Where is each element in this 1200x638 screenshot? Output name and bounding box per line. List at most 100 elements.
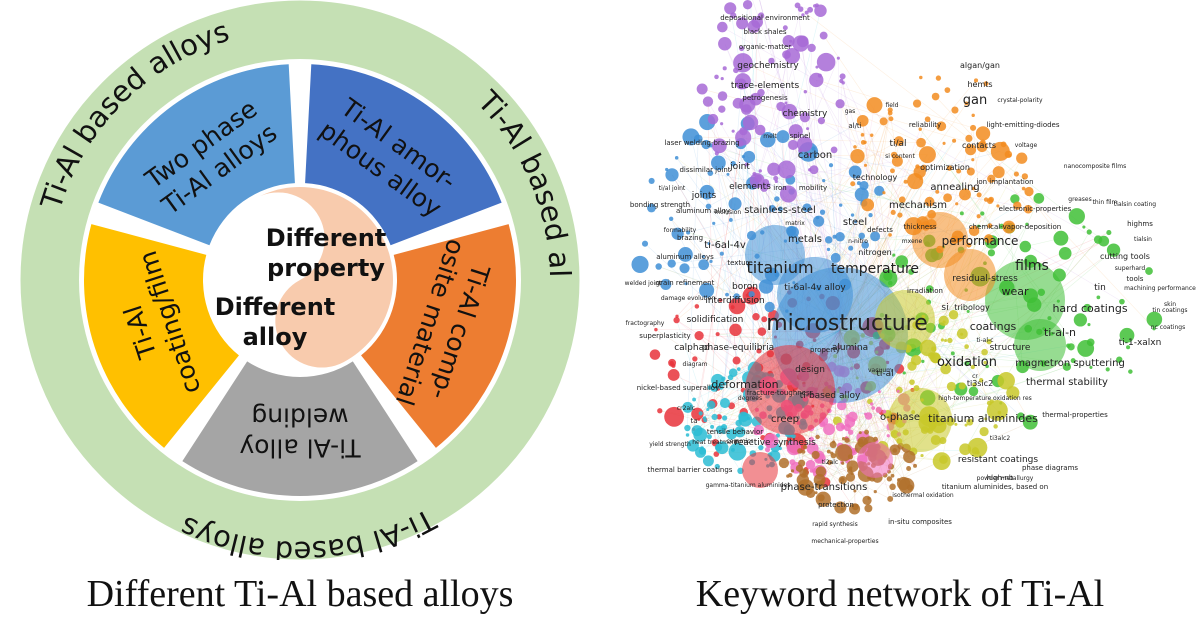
keyword-node bbox=[671, 227, 684, 240]
keyword-node bbox=[726, 429, 737, 440]
hub-node bbox=[875, 290, 935, 350]
keyword-node bbox=[844, 437, 850, 443]
keyword-node bbox=[686, 230, 691, 235]
keyword-label: damage evolution bbox=[661, 295, 715, 302]
keyword-node bbox=[987, 249, 995, 257]
keyword-node bbox=[1073, 313, 1088, 327]
keyword-label: ti/al joint bbox=[659, 185, 686, 192]
keyword-node bbox=[733, 53, 753, 73]
keyword-node bbox=[952, 138, 957, 143]
keyword-node bbox=[736, 17, 749, 30]
keyword-node bbox=[707, 113, 719, 125]
keyword-label: melt bbox=[763, 133, 777, 140]
segment-label-welding: Ti-Al alloywelding bbox=[239, 403, 361, 463]
keyword-node bbox=[641, 240, 649, 247]
keyword-node bbox=[733, 293, 740, 300]
keyword-label: isothermal oxidation bbox=[892, 492, 954, 499]
keyword-node bbox=[816, 52, 836, 72]
keyword-label: design bbox=[795, 365, 825, 375]
keyword-node bbox=[807, 43, 816, 53]
keyword-node bbox=[726, 172, 730, 176]
keyword-node bbox=[784, 47, 801, 64]
keyword-node bbox=[671, 363, 676, 368]
keyword-node bbox=[1033, 193, 1045, 204]
keyword-node bbox=[980, 211, 985, 216]
keyword-node bbox=[925, 285, 934, 293]
keyword-node bbox=[711, 155, 726, 171]
keyword-node bbox=[728, 442, 747, 461]
keyword-label: joints bbox=[691, 191, 717, 201]
keyword-node bbox=[1010, 194, 1020, 204]
keyword-node bbox=[714, 444, 723, 452]
keyword-node bbox=[830, 451, 834, 455]
keyword-node bbox=[848, 466, 853, 470]
keyword-label: inclusion bbox=[715, 209, 742, 216]
keyword-node bbox=[813, 473, 826, 486]
keyword-label: gas bbox=[845, 108, 856, 115]
keyword-node bbox=[1004, 150, 1013, 159]
keyword-label: coatings bbox=[970, 320, 1017, 333]
keyword-label: voltage bbox=[1015, 142, 1038, 149]
keyword-node bbox=[830, 146, 838, 154]
keyword-node bbox=[976, 192, 982, 198]
keyword-node bbox=[875, 406, 882, 414]
keyword-node bbox=[668, 216, 674, 221]
keyword-node bbox=[678, 247, 693, 262]
hub-node bbox=[912, 212, 968, 268]
keyword-node bbox=[815, 65, 819, 69]
network-edge bbox=[893, 199, 903, 256]
network-edge bbox=[862, 120, 896, 435]
keyword-node bbox=[986, 400, 992, 406]
keyword-label: welded joint bbox=[625, 280, 662, 287]
keyword-node bbox=[768, 205, 776, 213]
keyword-node bbox=[834, 501, 847, 514]
keyword-label: tensile behavior bbox=[707, 428, 763, 436]
keyword-node bbox=[896, 389, 900, 393]
keyword-node bbox=[965, 134, 973, 143]
keyword-node bbox=[706, 408, 710, 412]
keyword-node bbox=[749, 173, 765, 188]
keyword-node bbox=[724, 2, 737, 15]
keyword-label: aluminum alloys bbox=[656, 253, 714, 261]
keyword-label: highms bbox=[1127, 220, 1153, 228]
keyword-label: mechanism bbox=[889, 200, 947, 211]
keyword-node bbox=[692, 356, 698, 362]
hub-node bbox=[745, 345, 835, 435]
keyword-node bbox=[1106, 230, 1112, 236]
keyword-node bbox=[742, 114, 759, 131]
keyword-node bbox=[1025, 222, 1029, 226]
keyword-node bbox=[888, 233, 892, 237]
keyword-node bbox=[702, 455, 714, 467]
keyword-node bbox=[801, 13, 805, 17]
keyword-label: fracture-toughness bbox=[747, 389, 814, 397]
network-edge bbox=[1023, 188, 1062, 239]
keyword-node bbox=[707, 170, 714, 176]
keyword-node bbox=[862, 495, 872, 505]
keyword-node bbox=[1062, 362, 1071, 371]
keyword-node bbox=[794, 2, 801, 9]
keyword-node bbox=[757, 88, 765, 97]
keyword-node bbox=[674, 156, 679, 160]
keyword-label: carbon bbox=[798, 150, 833, 161]
keyword-node bbox=[890, 168, 895, 174]
keyword-node bbox=[654, 327, 658, 332]
keyword-label: skin bbox=[1164, 301, 1176, 308]
keyword-node bbox=[707, 241, 711, 245]
keyword-label: gamma-titanium aluminides bbox=[706, 482, 791, 489]
keyword-node bbox=[814, 4, 827, 17]
keyword-label: tialsin bbox=[1134, 236, 1152, 243]
keyword-node bbox=[789, 39, 793, 43]
keyword-node bbox=[768, 57, 775, 65]
keyword-label: cr2alc bbox=[677, 405, 695, 412]
network-edge bbox=[697, 80, 977, 415]
keyword-node bbox=[694, 330, 704, 341]
keyword-node bbox=[749, 92, 763, 106]
keyword-label: high-temperature oxidation res bbox=[938, 395, 1032, 402]
network-edge bbox=[724, 43, 916, 466]
keyword-label: titanium aluminides, based on bbox=[942, 483, 1048, 491]
keyword-node bbox=[819, 421, 826, 428]
keyword-node bbox=[841, 461, 845, 465]
keyword-node bbox=[720, 424, 728, 431]
keyword-node bbox=[779, 185, 797, 203]
segment-welding bbox=[182, 361, 418, 496]
